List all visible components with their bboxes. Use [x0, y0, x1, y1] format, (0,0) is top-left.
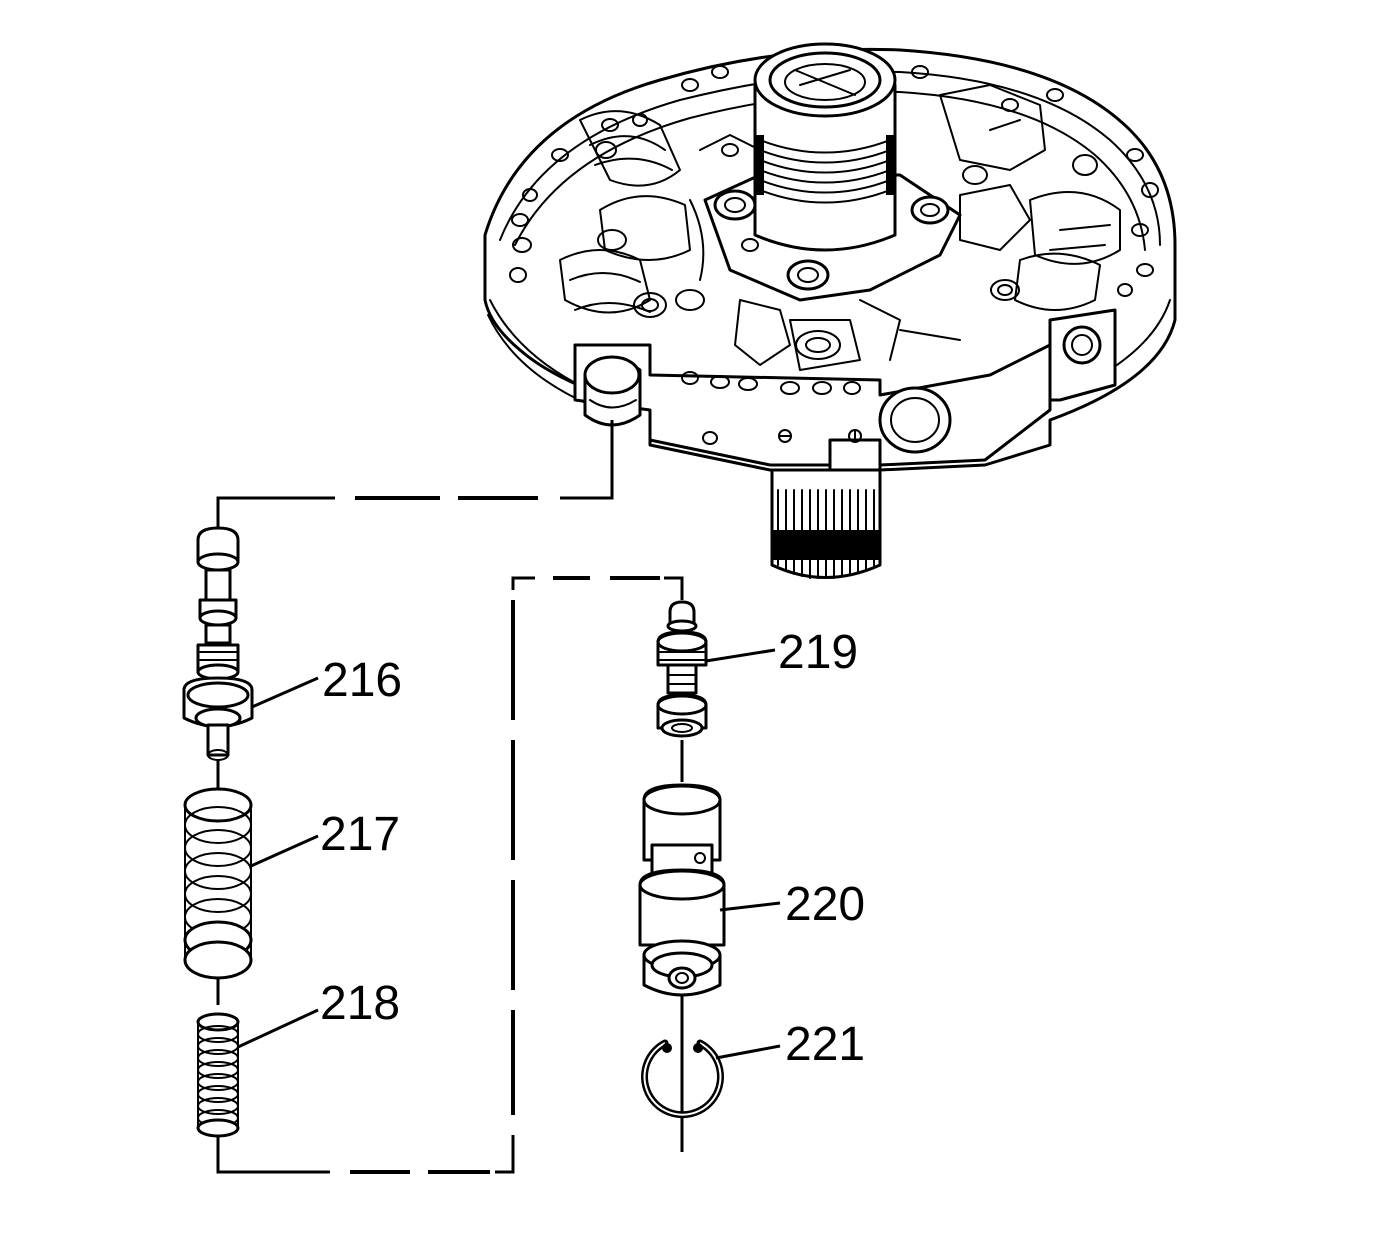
- part-218-spring: [196, 1012, 240, 1138]
- leader-lines: [237, 648, 781, 1060]
- part-219-valve: [656, 600, 708, 738]
- part-220-valve: [638, 783, 726, 997]
- callout-218: 218: [320, 977, 400, 1030]
- callout-216: 216: [322, 654, 402, 707]
- stator-hub: [753, 42, 897, 252]
- pump-body: [483, 42, 1177, 579]
- callout-labels: 216 217 218 219 220 221: [320, 626, 865, 1071]
- callout-220: 220: [785, 878, 865, 931]
- part-216-valve: [182, 526, 254, 761]
- callout-221: 221: [785, 1018, 865, 1071]
- spline-shaft: [770, 468, 882, 579]
- part-221-clip: [641, 1039, 724, 1119]
- part-217-spring: [183, 787, 253, 980]
- assembly-path: [216, 420, 684, 1174]
- callout-219: 219: [778, 626, 858, 679]
- callout-217: 217: [320, 808, 400, 861]
